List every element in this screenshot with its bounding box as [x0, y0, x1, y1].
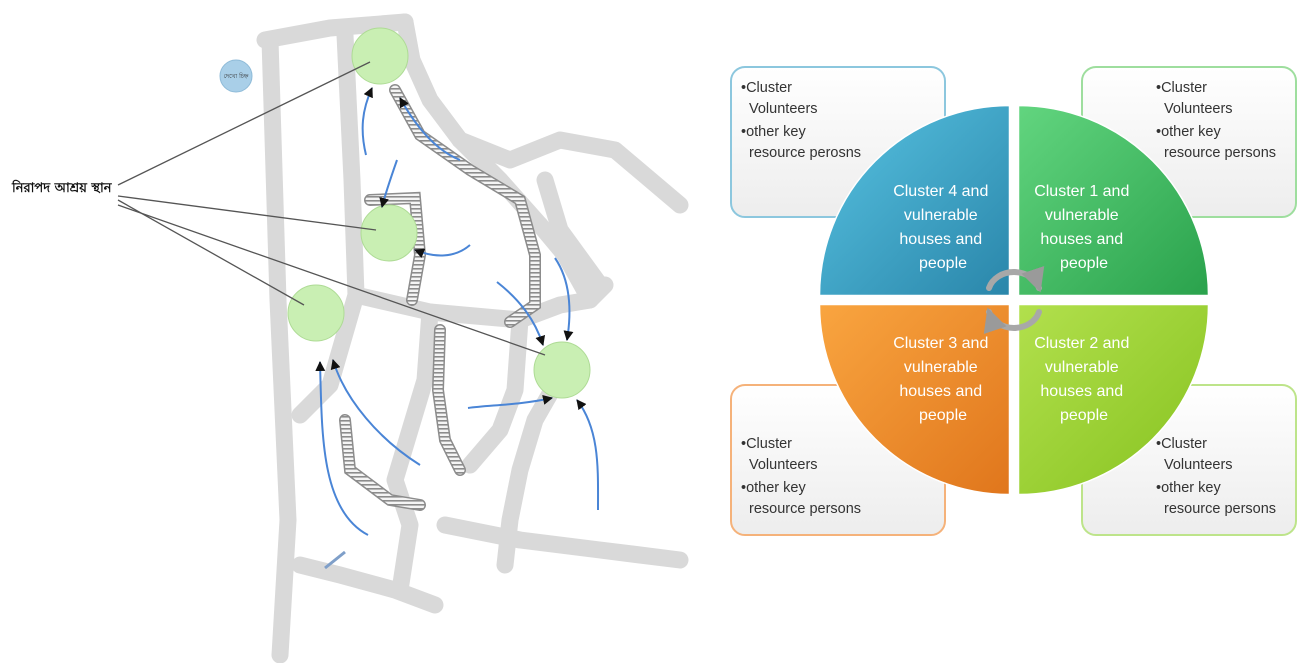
cluster-diagram: •Cluster Volunteers •other key resource … — [730, 66, 1297, 536]
quadrant-cluster-1 — [1017, 104, 1210, 297]
svg-text:Cluster 4 and vulnerable: Cluster 4 and vulnerable houses and peop… — [893, 183, 993, 272]
evacuation-arrow — [379, 159, 398, 208]
cluster-label: Cluster 2 and — [1034, 335, 1129, 352]
cluster-label: Cluster 4 and — [893, 183, 988, 200]
road — [436, 516, 689, 569]
bridge-mark — [324, 550, 346, 570]
svg-text:Cluster 2 and vulnerable: Cluster 2 and vulnerable houses and peop… — [1034, 335, 1134, 424]
evacuation-arrow — [467, 395, 553, 409]
road — [531, 216, 599, 309]
village-map: দেখো চিহ্ন নিরাপদ আশ্রয় স্থান — [11, 13, 689, 663]
evacuation-arrows — [315, 87, 600, 536]
cluster-label: vulnerable — [904, 359, 978, 376]
box-line: •Cluster — [1156, 80, 1207, 96]
shelter-circles — [287, 27, 591, 399]
shelter-circle — [351, 27, 409, 85]
road — [386, 303, 439, 599]
evacuation-arrow — [399, 97, 461, 161]
cluster-label: houses and — [1040, 231, 1123, 248]
legend-bubble — [219, 59, 253, 93]
svg-text:•Cluster Volunteers: •Cluster Volunteers •other key resource … — [741, 436, 861, 517]
box-line: Volunteers — [1164, 101, 1233, 117]
svg-text:Cluster 3 and vulnerable: Cluster 3 and vulnerable houses and peop… — [893, 335, 993, 424]
cluster-label: houses and — [899, 383, 982, 400]
box-line: •Cluster — [1156, 436, 1207, 452]
box-line: resource perosns — [749, 145, 861, 161]
embankment — [365, 193, 425, 305]
cluster-label: houses and — [1040, 383, 1123, 400]
cluster-label: Cluster 3 and — [893, 335, 988, 352]
cluster-label: people — [919, 255, 967, 272]
road — [261, 31, 297, 663]
road — [291, 556, 444, 614]
box-line: resource persons — [749, 501, 861, 517]
pointer-line — [117, 61, 371, 186]
svg-text:•Cluster Volunteers: •Cluster Volunteers •other key resource … — [1156, 80, 1276, 161]
svg-text:•Cluster Volunteers: •Cluster Volunteers •other key resource … — [1156, 436, 1276, 517]
pointer-line — [117, 204, 546, 356]
evacuation-arrow — [315, 361, 369, 536]
box-line: Volunteers — [749, 101, 818, 117]
roads — [256, 13, 689, 663]
box-line: Volunteers — [749, 457, 818, 473]
shelter-circle — [533, 341, 591, 399]
pointer-lines — [117, 61, 546, 356]
evacuation-arrow — [496, 281, 546, 346]
cluster-label: vulnerable — [1045, 359, 1119, 376]
quadrant-cluster-3 — [818, 303, 1011, 496]
box-line: resource persons — [1164, 145, 1276, 161]
road — [461, 311, 529, 474]
evacuation-arrow — [576, 399, 600, 511]
box-line: •other key — [741, 124, 806, 140]
embankment — [340, 415, 425, 510]
box-line: •Cluster — [741, 80, 792, 96]
cluster-label: people — [1060, 255, 1108, 272]
cycle-arrows — [983, 265, 1045, 335]
box-line: •other key — [741, 480, 806, 496]
svg-text:•Cluster Volunteers: •Cluster Volunteers •other key resource … — [741, 80, 861, 161]
svg-text:Cluster 1 and vulnerable: Cluster 1 and vulnerable houses and peop… — [1034, 183, 1134, 272]
evacuation-arrow — [414, 244, 471, 258]
box-line: •other key — [1156, 480, 1221, 496]
quadrants — [818, 104, 1210, 496]
embankment — [433, 325, 465, 475]
cluster-label: houses and — [899, 231, 982, 248]
shelter-circle — [287, 284, 345, 342]
embankments — [339, 84, 541, 511]
cluster-label: people — [1060, 407, 1108, 424]
cluster-label: vulnerable — [904, 207, 978, 224]
box-line: •other key — [1156, 124, 1221, 140]
evacuation-arrow — [330, 359, 421, 466]
cycle-arrow — [983, 307, 1042, 335]
cluster-label: vulnerable — [1045, 207, 1119, 224]
box-line: •Cluster — [741, 436, 792, 452]
box-line: resource persons — [1164, 501, 1276, 517]
cluster-label: Cluster 1 and — [1034, 183, 1129, 200]
road — [536, 171, 609, 294]
legend-text: দেখো চিহ্ন — [223, 73, 249, 80]
quadrant-cluster-4 — [818, 104, 1011, 297]
pointer-line — [117, 195, 377, 231]
evacuation-arrow — [361, 87, 373, 156]
evacuation-arrow — [554, 257, 574, 341]
quadrant-cluster-2 — [1017, 303, 1210, 496]
road — [256, 13, 414, 49]
road — [451, 131, 689, 214]
embankment — [390, 85, 540, 327]
shelter-label: নিরাপদ আশ্রয় স্থান — [11, 179, 113, 196]
cycle-arrow — [986, 265, 1045, 293]
shelter-circle — [360, 204, 418, 262]
cluster-label: people — [919, 407, 967, 424]
pointer-line — [117, 199, 305, 306]
box-line: Volunteers — [1164, 457, 1233, 473]
